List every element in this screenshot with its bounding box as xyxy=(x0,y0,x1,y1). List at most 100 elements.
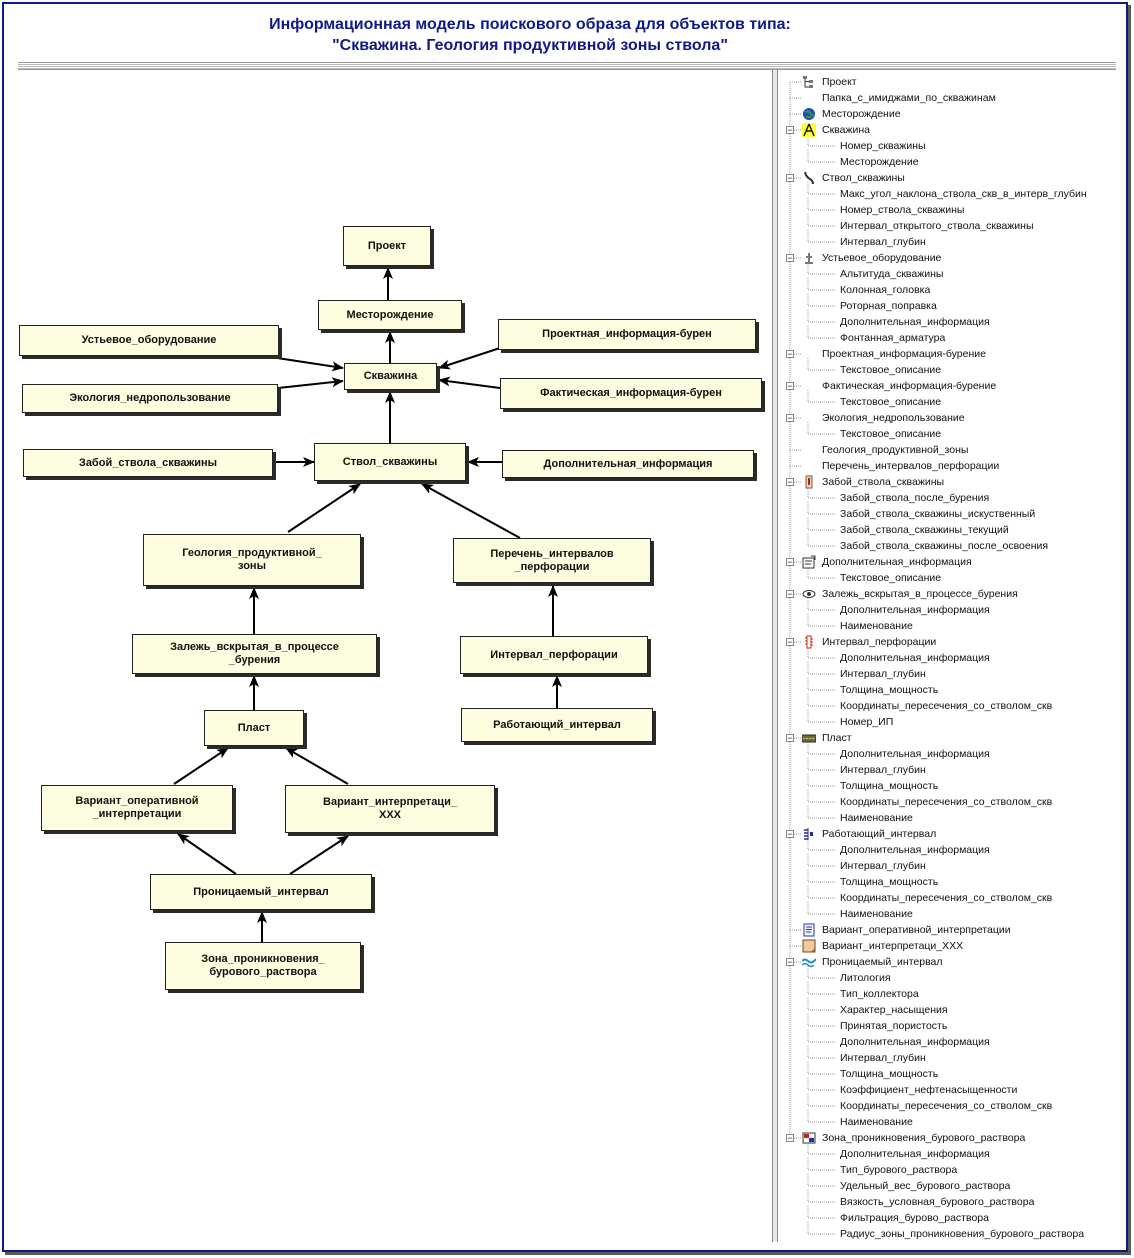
tree-attribute[interactable]: Вязкость_условная_бурового_раствора xyxy=(780,1194,1120,1210)
node-interval-perforacii[interactable]: Интервал_перфорации xyxy=(460,636,648,674)
tree-attribute[interactable]: Характер_насыщения xyxy=(780,1002,1120,1018)
tree-attribute[interactable]: Забой_ствола_скважины_текущий xyxy=(780,522,1120,538)
tree-attribute[interactable]: Текстовое_описание xyxy=(780,362,1120,378)
tree-node[interactable]: Перечень_интервалов_перфорации xyxy=(780,458,1120,474)
tree-attribute[interactable]: Альтитуда_скважины xyxy=(780,266,1120,282)
tree-attribute[interactable]: Коэффициент_нефтенасыщенности xyxy=(780,1082,1120,1098)
tree-attribute[interactable]: Интервал_глубин xyxy=(780,234,1120,250)
collapse-toggle-icon[interactable]: − xyxy=(786,1133,794,1143)
tree-attribute[interactable]: Текстовое_описание xyxy=(780,394,1120,410)
tree-node[interactable]: −Дополнительная_информация xyxy=(780,554,1120,570)
tree-node[interactable]: −Проницаемый_интервал xyxy=(780,954,1120,970)
node-variant-oper[interactable]: Вариант_оперативной _интерпретации xyxy=(41,785,233,831)
tree-attribute[interactable]: Толщина_мощность xyxy=(780,778,1120,794)
tree-attribute[interactable]: Текстовое_описание xyxy=(780,426,1120,442)
node-skvazhina[interactable]: Скважина xyxy=(344,363,437,390)
tree-node[interactable]: −Пласт xyxy=(780,730,1120,746)
collapse-toggle-icon[interactable]: − xyxy=(786,829,794,839)
node-rabotayushiy[interactable]: Работающий_интервал xyxy=(461,708,653,742)
tree-node[interactable]: −Работающий_интервал xyxy=(780,826,1120,842)
tree-attribute[interactable]: Месторождение xyxy=(780,154,1120,170)
tree-attribute[interactable]: Наименование xyxy=(780,906,1120,922)
collapse-toggle-icon[interactable]: − xyxy=(786,413,794,423)
tree-node[interactable]: −Ствол_скважины xyxy=(780,170,1120,186)
tree-node[interactable]: −Экология_недропользование xyxy=(780,410,1120,426)
node-geologiya[interactable]: Геология_продуктивной_ зоны xyxy=(143,534,361,586)
collapse-toggle-icon[interactable]: − xyxy=(786,349,794,359)
tree-attribute[interactable]: Интервал_глубин xyxy=(780,666,1120,682)
tree-node[interactable]: −Залежь_вскрытая_в_процессе_бурения xyxy=(780,586,1120,602)
collapse-toggle-icon[interactable]: − xyxy=(786,173,794,183)
tree-attribute[interactable]: Наименование xyxy=(780,1114,1120,1130)
collapse-toggle-icon[interactable]: − xyxy=(786,125,794,135)
tree-attribute[interactable]: Интервал_открытого_ствола_скважины xyxy=(780,218,1120,234)
tree-attribute[interactable]: Дополнительная_информация xyxy=(780,746,1120,762)
collapse-toggle-icon[interactable]: − xyxy=(786,957,794,967)
tree-attribute[interactable]: Наименование xyxy=(780,618,1120,634)
tree-node[interactable]: Месторождение xyxy=(780,106,1120,122)
tree-node[interactable]: −Забой_ствола_скважины xyxy=(780,474,1120,490)
tree-attribute[interactable]: Радиус_зоны_проникновения_бурового_раств… xyxy=(780,1226,1120,1242)
collapse-toggle-icon[interactable]: − xyxy=(786,381,794,391)
tree-attribute[interactable]: Принятая_пористость xyxy=(780,1018,1120,1034)
tree-attribute[interactable]: Текстовое_описание xyxy=(780,570,1120,586)
tree-attribute[interactable]: Колонная_головка xyxy=(780,282,1120,298)
tree-attribute[interactable]: Дополнительная_информация xyxy=(780,1146,1120,1162)
tree-node[interactable]: Проект xyxy=(780,74,1120,90)
tree-attribute[interactable]: Номер_ИП xyxy=(780,714,1120,730)
tree-node[interactable]: −Фактическая_информация-бурение xyxy=(780,378,1120,394)
tree-node[interactable]: Геология_продуктивной_зоны xyxy=(780,442,1120,458)
node-dopinfo[interactable]: Дополнительная_информация xyxy=(502,450,754,478)
tree-node[interactable]: Вариант_оперативной_интерпретации xyxy=(780,922,1120,938)
tree-attribute[interactable]: Дополнительная_информация xyxy=(780,842,1120,858)
tree-attribute[interactable]: Роторная_поправка xyxy=(780,298,1120,314)
node-ekologiya[interactable]: Экология_недропользование xyxy=(22,384,278,413)
tree-attribute[interactable]: Дополнительная_информация xyxy=(780,602,1120,618)
collapse-toggle-icon[interactable]: − xyxy=(786,733,794,743)
tree-attribute[interactable]: Макс_угол_наклона_ствола_скв_в_интерв_гл… xyxy=(780,186,1120,202)
tree-node[interactable]: −Проектная_информация-бурение xyxy=(780,346,1120,362)
node-zaboi[interactable]: Забой_ствола_скважины xyxy=(23,449,273,477)
node-fakticheskaya[interactable]: Фактическая_информация-бурен xyxy=(500,378,762,409)
tree-attribute[interactable]: Забой_ствола_после_бурения xyxy=(780,490,1120,506)
collapse-toggle-icon[interactable]: − xyxy=(786,589,794,599)
tree-attribute[interactable]: Дополнительная_информация xyxy=(780,1034,1120,1050)
node-zalezh[interactable]: Залежь_вскрытая_в_процессе _бурения xyxy=(132,634,377,674)
tree-node[interactable]: Папка_с_имиджами_по_скважинам xyxy=(780,90,1120,106)
tree-node[interactable]: −Скважина xyxy=(780,122,1120,138)
node-zona[interactable]: Зона_проникновения_ бурового_раствора xyxy=(165,942,361,990)
tree-attribute[interactable]: Толщина_мощность xyxy=(780,1066,1120,1082)
tree-attribute[interactable]: Координаты_пересечения_со_стволом_скв xyxy=(780,890,1120,906)
tree-node[interactable]: −Зона_проникновения_бурового_раствора xyxy=(780,1130,1120,1146)
tree-attribute[interactable]: Интервал_глубин xyxy=(780,762,1120,778)
tree-attribute[interactable]: Интервал_глубин xyxy=(780,1050,1120,1066)
tree-attribute[interactable]: Удельный_вес_бурового_раствора xyxy=(780,1178,1120,1194)
tree-attribute[interactable]: Фильтрация_бурово_раствора xyxy=(780,1210,1120,1226)
tree-attribute[interactable]: Номер_скважины xyxy=(780,138,1120,154)
vertical-splitter[interactable] xyxy=(772,70,778,1242)
tree-attribute[interactable]: Координаты_пересечения_со_стволом_скв xyxy=(780,794,1120,810)
tree-attribute[interactable]: Дополнительная_информация xyxy=(780,314,1120,330)
tree-attribute[interactable]: Литология xyxy=(780,970,1120,986)
tree-attribute[interactable]: Толщина_мощность xyxy=(780,874,1120,890)
node-perechen[interactable]: Перечень_интервалов _перфорации xyxy=(453,538,651,583)
node-ustievoe[interactable]: Устьевое_оборудование xyxy=(19,325,279,356)
collapse-toggle-icon[interactable]: − xyxy=(786,477,794,487)
tree-attribute[interactable]: Интервал_глубин xyxy=(780,858,1120,874)
collapse-toggle-icon[interactable]: − xyxy=(786,637,794,647)
tree-attribute[interactable]: Координаты_пересечения_со_стволом_скв xyxy=(780,698,1120,714)
tree-attribute[interactable]: Наименование xyxy=(780,810,1120,826)
node-project[interactable]: Проект xyxy=(343,226,431,266)
horizontal-splitter[interactable] xyxy=(18,62,1116,70)
node-mestorozhdenie[interactable]: Месторождение xyxy=(318,300,462,330)
tree-attribute[interactable]: Тип_коллектора xyxy=(780,986,1120,1002)
node-proektnaya[interactable]: Проектная_информация-бурен xyxy=(498,319,756,350)
collapse-toggle-icon[interactable]: − xyxy=(786,557,794,567)
tree-attribute[interactable]: Забой_ствола_скважины_после_освоения xyxy=(780,538,1120,554)
node-stvol[interactable]: Ствол_скважины xyxy=(314,443,466,481)
tree-node[interactable]: −Интервал_перфорации xyxy=(780,634,1120,650)
tree-node[interactable]: Вариант_интерпретаци_ХХХ xyxy=(780,938,1120,954)
tree-attribute[interactable]: Дополнительная_информация xyxy=(780,650,1120,666)
tree-attribute[interactable]: Забой_ствола_скважины_искуственный xyxy=(780,506,1120,522)
